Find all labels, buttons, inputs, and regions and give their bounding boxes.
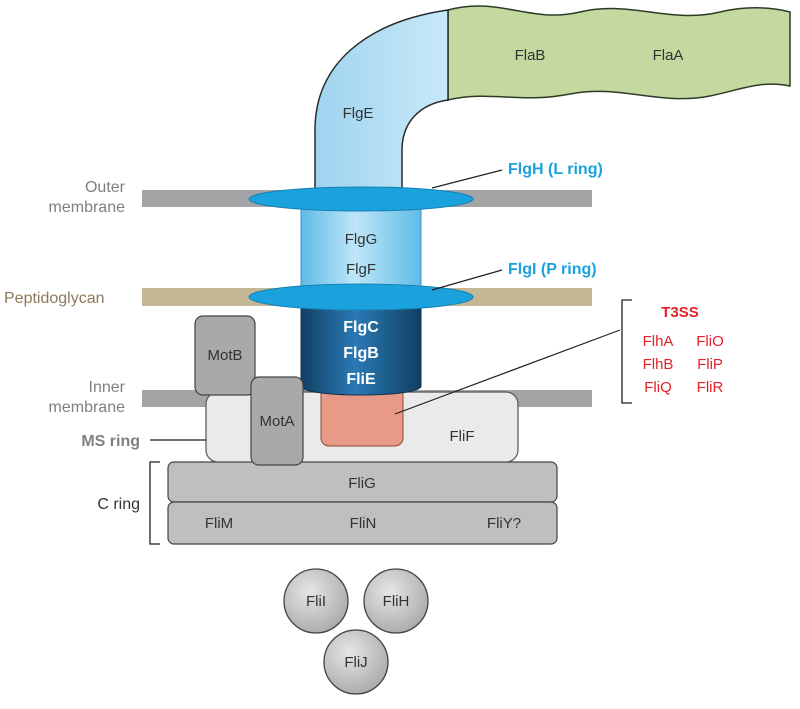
t3ss-item-flhb: FlhB [643, 356, 674, 373]
t3ss-item-flip: FliP [697, 356, 723, 373]
outer-rod [300, 204, 422, 299]
l-ring [248, 186, 474, 212]
c-ring-label: C ring [97, 496, 140, 513]
t3ss-item-flha: FlhA [643, 333, 674, 350]
fliy-label: FliY? [487, 515, 521, 532]
flge-label: FlgE [343, 105, 374, 122]
filament [447, 5, 791, 101]
flij-label: FliJ [344, 654, 367, 671]
c-ring-bracket [149, 461, 160, 545]
p-ring-leader [431, 269, 503, 291]
p-ring-label: FlgI (P ring) [508, 261, 597, 278]
inner-membrane-label-2: membrane [49, 399, 126, 416]
t3ss-bracket [621, 299, 632, 404]
flii-ball [283, 568, 349, 634]
hook [314, 9, 449, 201]
flih-ball [363, 568, 429, 634]
flif-label: FliF [450, 428, 475, 445]
flim-label: FliM [205, 515, 233, 532]
flgb-label: FlgB [343, 345, 379, 362]
mota-label: MotA [259, 413, 294, 430]
l-ring-label: FlgH (L ring) [508, 161, 603, 178]
flie-label: FliE [346, 371, 376, 388]
peptidoglycan-label: Peptidoglycan [4, 290, 105, 307]
export-leader [394, 329, 621, 415]
inner-membrane-label-1: Inner [89, 379, 126, 396]
motb-label: MotB [207, 347, 242, 364]
flgg-label: FlgG [345, 231, 378, 248]
flii-label: FliI [306, 593, 326, 610]
flin-label: FliN [350, 515, 377, 532]
motb [194, 315, 256, 396]
flab-label: FlaB [515, 47, 546, 64]
flih-label: FliH [383, 593, 410, 610]
flij-ball [323, 629, 389, 695]
t3ss-title: T3SS [661, 304, 699, 321]
l-ring-leader [431, 169, 503, 189]
t3ss-item-fliq: FliQ [644, 379, 672, 396]
p-ring [248, 283, 474, 311]
t3ss-item-flio: FliO [696, 333, 724, 350]
flaa-label: FlaA [653, 47, 684, 64]
c-ring-flim-flin-fliy [167, 501, 558, 545]
flig-label: FliG [348, 475, 376, 492]
ms-ring-label: MS ring [81, 433, 140, 450]
t3ss-item-flir: FliR [697, 379, 724, 396]
flgf-label: FlgF [346, 261, 376, 278]
outer-membrane-label-2: membrane [49, 199, 126, 216]
outer-membrane-label-1: Outer [85, 179, 126, 196]
flgc-label: FlgC [343, 319, 379, 336]
mota [250, 376, 304, 466]
